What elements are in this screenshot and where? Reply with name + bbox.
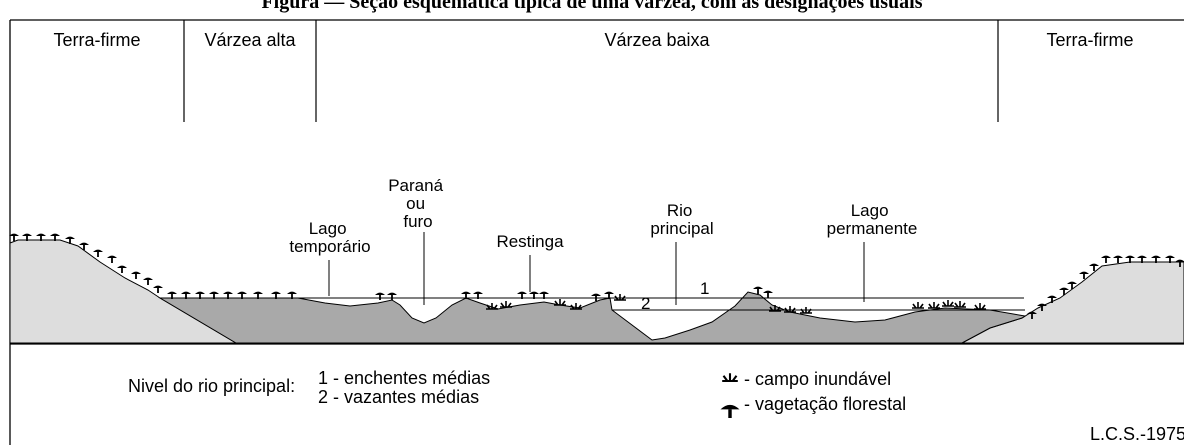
terra-firme-right-ground — [961, 261, 1184, 344]
feature-label-parana-ou-furo: Paraná ou furo — [388, 176, 448, 231]
tree-icon — [131, 271, 141, 279]
grass-icon — [614, 294, 626, 301]
figure-title: Figura — Seção esquemática típica de uma… — [261, 0, 922, 13]
grass-icon — [954, 301, 966, 308]
tree-icon — [517, 291, 527, 299]
tree-icon — [237, 291, 247, 299]
zone-label-terra-firme-right: Terra-firme — [1046, 30, 1133, 50]
tree-icon — [1151, 255, 1161, 263]
tree-icon — [209, 291, 219, 299]
grass-icon — [942, 300, 954, 307]
tree-icon — [1027, 311, 1037, 319]
grass-icon — [784, 306, 796, 313]
tree-icon — [1059, 287, 1069, 295]
tree-icon — [461, 291, 471, 299]
tree-icon — [1037, 303, 1047, 311]
tree-icon — [143, 277, 153, 285]
tree-icon — [1067, 281, 1077, 289]
tree-icon — [50, 233, 60, 241]
feature-label-restinga: Restinga — [496, 232, 564, 251]
tree-icon — [1079, 271, 1089, 279]
tree-icon — [1047, 295, 1057, 303]
forest-vegetation-group — [9, 233, 1184, 319]
tree-icon — [181, 291, 191, 299]
tree-icon — [387, 292, 397, 300]
flooded-grass-group — [486, 294, 986, 314]
tree-icon — [253, 291, 263, 299]
zone-label-varzea-baixa: Várzea baixa — [604, 30, 710, 50]
grass-icon — [928, 302, 940, 309]
grass-icon — [769, 305, 781, 312]
water-level-label-2: 2 — [641, 294, 650, 313]
tree-icon — [1137, 255, 1147, 263]
grass-icon — [486, 303, 498, 310]
grass-icon — [974, 303, 986, 310]
tree-icon — [107, 255, 117, 263]
tree-icon — [79, 242, 89, 250]
grass-icon — [722, 373, 738, 383]
tree-icon — [9, 233, 19, 241]
tree-icon — [36, 233, 46, 241]
legend-level-2: 2 - vazantes médias — [318, 387, 479, 407]
legend-river-level-label: Nivel do rio principal: — [128, 376, 295, 396]
tree-icon — [271, 291, 281, 299]
tree-icon — [1175, 259, 1184, 267]
grass-icon — [800, 307, 812, 314]
grass-icon — [912, 302, 924, 309]
zone-label-varzea-alta: Várzea alta — [204, 30, 296, 50]
tree-icon — [1125, 255, 1135, 263]
tree-icon — [167, 291, 177, 299]
feature-label-lago-temporario: Lago temporário — [289, 219, 370, 256]
tree-icon — [375, 292, 385, 300]
grass-icon — [500, 301, 512, 308]
zone-label-terra-firme-left: Terra-firme — [53, 30, 140, 50]
tree-icon — [117, 265, 127, 273]
tree-icon — [1101, 255, 1111, 263]
feature-label-rio-principal: Rio principal — [650, 201, 713, 238]
tree-icon — [720, 404, 740, 418]
tree-icon — [93, 249, 103, 257]
grass-icon — [570, 303, 582, 310]
tree-icon — [22, 233, 32, 241]
grass-icon — [554, 299, 566, 306]
tree-icon — [604, 291, 614, 299]
tree-icon — [1113, 255, 1123, 263]
tree-icon — [763, 290, 773, 298]
tree-icon — [153, 285, 163, 293]
terra-firme-left-ground — [9, 239, 238, 344]
grass-icon — [722, 373, 738, 383]
tree-icon — [539, 291, 549, 299]
tree-icon — [591, 293, 601, 301]
tree-icon — [223, 291, 233, 299]
water-level-label-1: 1 — [700, 279, 709, 298]
tree-icon — [1089, 263, 1099, 271]
tree-icon — [529, 291, 539, 299]
tree-icon — [720, 404, 740, 418]
credit-label: L.C.S.-1975 — [1090, 424, 1184, 444]
legend-level-1: 1 - enchentes médias — [318, 368, 490, 388]
tree-icon — [65, 236, 75, 244]
feature-label-lago-permanente: Lago permanente — [827, 201, 918, 238]
varzea-sediment-body — [158, 291, 1027, 344]
tree-icon — [287, 291, 297, 299]
tree-icon — [473, 291, 483, 299]
legend-vegetacao-florestal: - vagetação florestal — [744, 394, 906, 414]
tree-icon — [195, 291, 205, 299]
tree-icon — [753, 286, 763, 294]
tree-icon — [1165, 255, 1175, 263]
legend-campo-inundavel: - campo inundável — [744, 369, 891, 389]
